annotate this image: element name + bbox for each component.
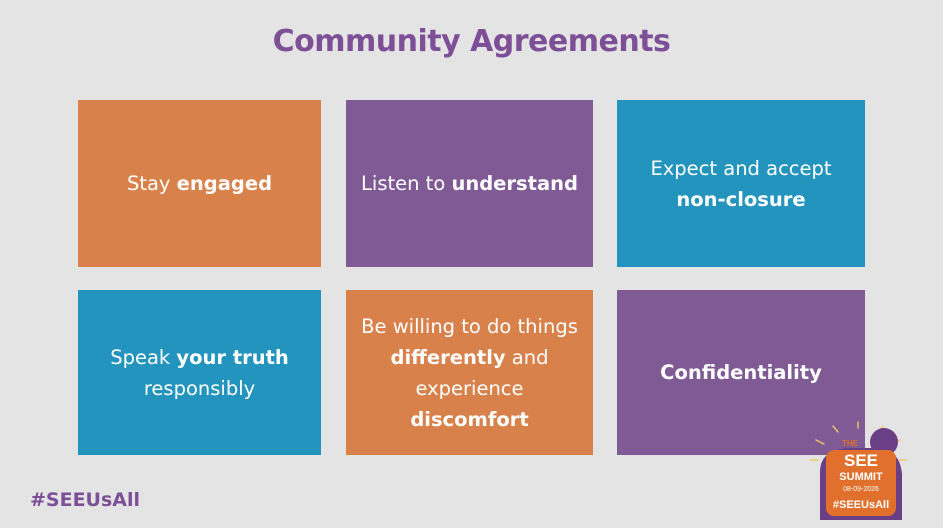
agreement-text: Be willing to do things xyxy=(361,314,578,338)
agreement-card-stay-engaged: Stay engaged xyxy=(78,100,321,267)
agreement-card-text: Speak your truth responsibly xyxy=(110,342,289,404)
agreement-line: discomfort xyxy=(361,404,578,435)
logo-text-see: SEE xyxy=(844,451,878,470)
agreement-card-speak-truth: Speak your truth responsibly xyxy=(78,290,321,455)
logo-text-the: THE xyxy=(842,439,859,448)
agreement-card-non-closure: Expect and accept non-closure xyxy=(617,100,865,267)
agreement-line: Speak your truth xyxy=(110,342,289,373)
agreement-bold-text: Confidentiality xyxy=(660,361,822,384)
agreement-text: and xyxy=(505,345,549,369)
agreement-line: Stay engaged xyxy=(127,168,272,199)
agreement-bold-text: non-closure xyxy=(676,187,806,211)
agreement-bold-text: engaged xyxy=(176,172,273,195)
agreement-text: experience xyxy=(415,376,524,400)
logo-text-date: 08-09-2026 xyxy=(843,486,879,493)
hashtag-footer: #SEEUsAll xyxy=(30,489,141,511)
agreement-text: Expect and accept xyxy=(650,156,832,180)
see-summit-logo: THE SEE SUMMIT 08-09-2026 #SEEUsAll xyxy=(809,421,907,520)
agreement-card-text: Be willing to do things differently and ex… xyxy=(361,311,578,435)
agreement-text: Listen to xyxy=(361,172,452,195)
agreement-line: experience xyxy=(361,373,578,404)
agreement-line: Confidentiality xyxy=(660,357,822,388)
agreement-bold-text: discomfort xyxy=(410,407,529,431)
agreement-line: responsibly xyxy=(110,373,289,404)
agreement-line: differently and xyxy=(361,342,578,373)
slide-title: Community Agreements xyxy=(272,24,671,59)
agreement-bold-text: differently xyxy=(390,345,506,369)
agreement-card-discomfort: Be willing to do things differently and ex… xyxy=(346,290,593,455)
agreement-card-listen: Listen to understand xyxy=(346,100,593,267)
agreement-card-text: Confidentiality xyxy=(660,357,822,388)
agreement-line: non-closure xyxy=(650,184,831,215)
agreement-card-text: Listen to understand xyxy=(361,168,578,199)
agreement-line: Be willing to do things xyxy=(361,311,578,342)
logo-text-summit: SUMMIT xyxy=(839,471,883,483)
agreement-text: Stay xyxy=(126,172,177,195)
agreement-bold-text: your truth xyxy=(176,345,289,369)
agreement-text: Speak xyxy=(110,345,177,369)
agreement-line: Expect and accept xyxy=(650,153,831,184)
logo-orange-panel xyxy=(826,450,896,516)
agreement-text: responsibly xyxy=(143,376,256,400)
agreement-card-text: Expect and accept non-closure xyxy=(650,153,831,215)
agreement-line: Listen to understand xyxy=(361,168,578,199)
agreement-card-confidentiality: Confidentiality xyxy=(617,290,865,455)
logo-text-tag: #SEEUsAll xyxy=(833,499,889,511)
agreement-bold-text: understand xyxy=(451,172,578,195)
agreement-card-text: Stay engaged xyxy=(127,168,272,199)
